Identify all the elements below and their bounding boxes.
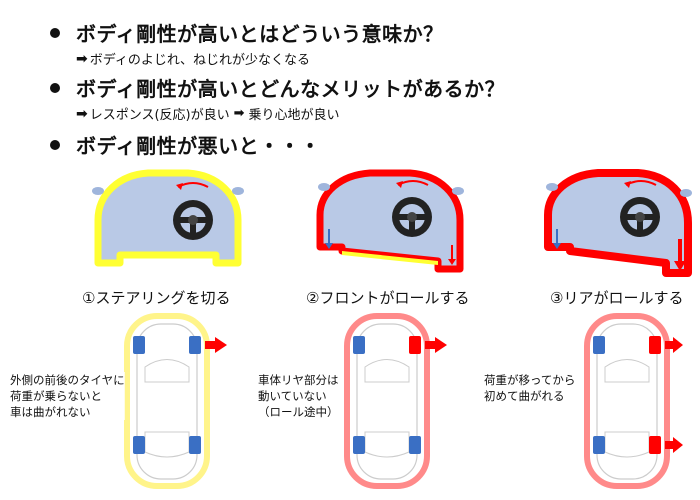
mirror-left [546, 183, 558, 191]
right-arrow-icon [425, 337, 447, 353]
mirror-left [318, 183, 330, 191]
tire [353, 436, 365, 454]
right-arrow-icon: ➡ [76, 105, 88, 122]
bullet-1-sub: ➡ ボディのよじれ、ねじれが少なくなる [76, 49, 444, 69]
rear-view-car-rear-roll [544, 169, 692, 277]
tire [593, 336, 605, 354]
body-outline [316, 169, 464, 273]
car-outline [344, 313, 430, 489]
rear-view-car-steering [92, 169, 244, 267]
tire [649, 336, 661, 354]
mirror-right [452, 187, 464, 195]
note-3-line-1: 荷重が移ってから [484, 373, 576, 387]
bullet-2-sub-b: 乗り心地が良い [248, 108, 340, 123]
bullet-2: ボディ剛性が高いとどんなメリットがあるか？ ➡ レスポンス(反応)が良い ➡ 乗… [50, 73, 505, 123]
body-outline [94, 169, 242, 267]
note-1-line-2: 荷重が乗らないと [10, 389, 102, 403]
right-arrow-icon [665, 437, 683, 453]
note-1-line-3: 車は曲がれない [10, 405, 91, 419]
note-2-line-2: 動いていない [258, 389, 327, 403]
note-3: 荷重が移ってから 初めて曲がれる [484, 372, 576, 404]
plan-view-car-3 [584, 313, 683, 489]
note-3-line-2: 初めて曲がれる [484, 389, 565, 403]
tire [409, 436, 421, 454]
body-outline [544, 169, 692, 277]
tire [593, 436, 605, 454]
car-outline [124, 313, 210, 489]
down-arrow-icon [448, 245, 456, 265]
steering-wheel-icon [392, 197, 432, 237]
car-outline [584, 313, 670, 489]
note-2-line-1: 車体リヤ部分は [258, 373, 339, 387]
tire [189, 336, 201, 354]
note-2: 車体リヤ部分は 動いていない （ロール途中） [258, 372, 339, 420]
bullet-3: ボディ剛性が悪いと・・・ [50, 130, 321, 159]
caption-2: ②フロントがロールする [306, 289, 470, 307]
bullet-dot [50, 82, 60, 93]
tire [649, 436, 661, 454]
steering-wheel-icon [620, 197, 660, 237]
rear-view-car-front-roll [316, 169, 464, 273]
mirror-right [680, 189, 692, 197]
mirror-left [92, 187, 104, 195]
down-arrow-icon [325, 229, 333, 249]
tire [409, 336, 421, 354]
bullet-2-heading: ボディ剛性が高いとどんなメリットがあるか？ [76, 77, 506, 101]
mirror-right [232, 187, 244, 195]
note-2-line-3: （ロール途中） [258, 405, 339, 419]
steering-wheel-icon [173, 200, 213, 240]
bullet-1-sub-text: ボディのよじれ、ねじれが少なくなる [89, 53, 310, 68]
bullet-dot [50, 139, 60, 150]
plan-view-car-2 [344, 313, 447, 489]
bullet-3-heading: ボディ剛性が悪いと・・・ [76, 134, 321, 158]
plan-view-car-1 [124, 313, 227, 489]
down-arrow-icon [674, 239, 686, 271]
down-arrow-icon [553, 229, 561, 249]
note-1: 外側の前後のタイヤに 荷重が乗らないと 車は曲がれない [10, 372, 125, 420]
note-1-line-1: 外側の前後のタイヤに [10, 373, 125, 387]
tire [133, 436, 145, 454]
tire [133, 336, 145, 354]
right-arrow-icon: ➡ [76, 50, 88, 67]
caption-3: ③リアがロールする [550, 289, 684, 307]
bullet-2-sub-a: レスポンス(反応)が良い [89, 108, 230, 123]
bullet-2-sub: ➡ レスポンス(反応)が良い ➡ 乗り心地が良い [76, 104, 505, 124]
right-arrow-icon [665, 337, 683, 353]
bullet-1-heading: ボディ剛性が高いとはどういう意味か？ [76, 22, 444, 46]
tire [189, 436, 201, 454]
tire [353, 336, 365, 354]
right-arrow-icon [205, 337, 227, 353]
caption-1: ①ステアリングを切る [82, 289, 231, 307]
bullet-1: ボディ剛性が高いとはどういう意味か？ ➡ ボディのよじれ、ねじれが少なくなる [50, 18, 444, 68]
bullet-dot [50, 27, 60, 38]
right-arrow-icon: ➡ [233, 106, 245, 121]
